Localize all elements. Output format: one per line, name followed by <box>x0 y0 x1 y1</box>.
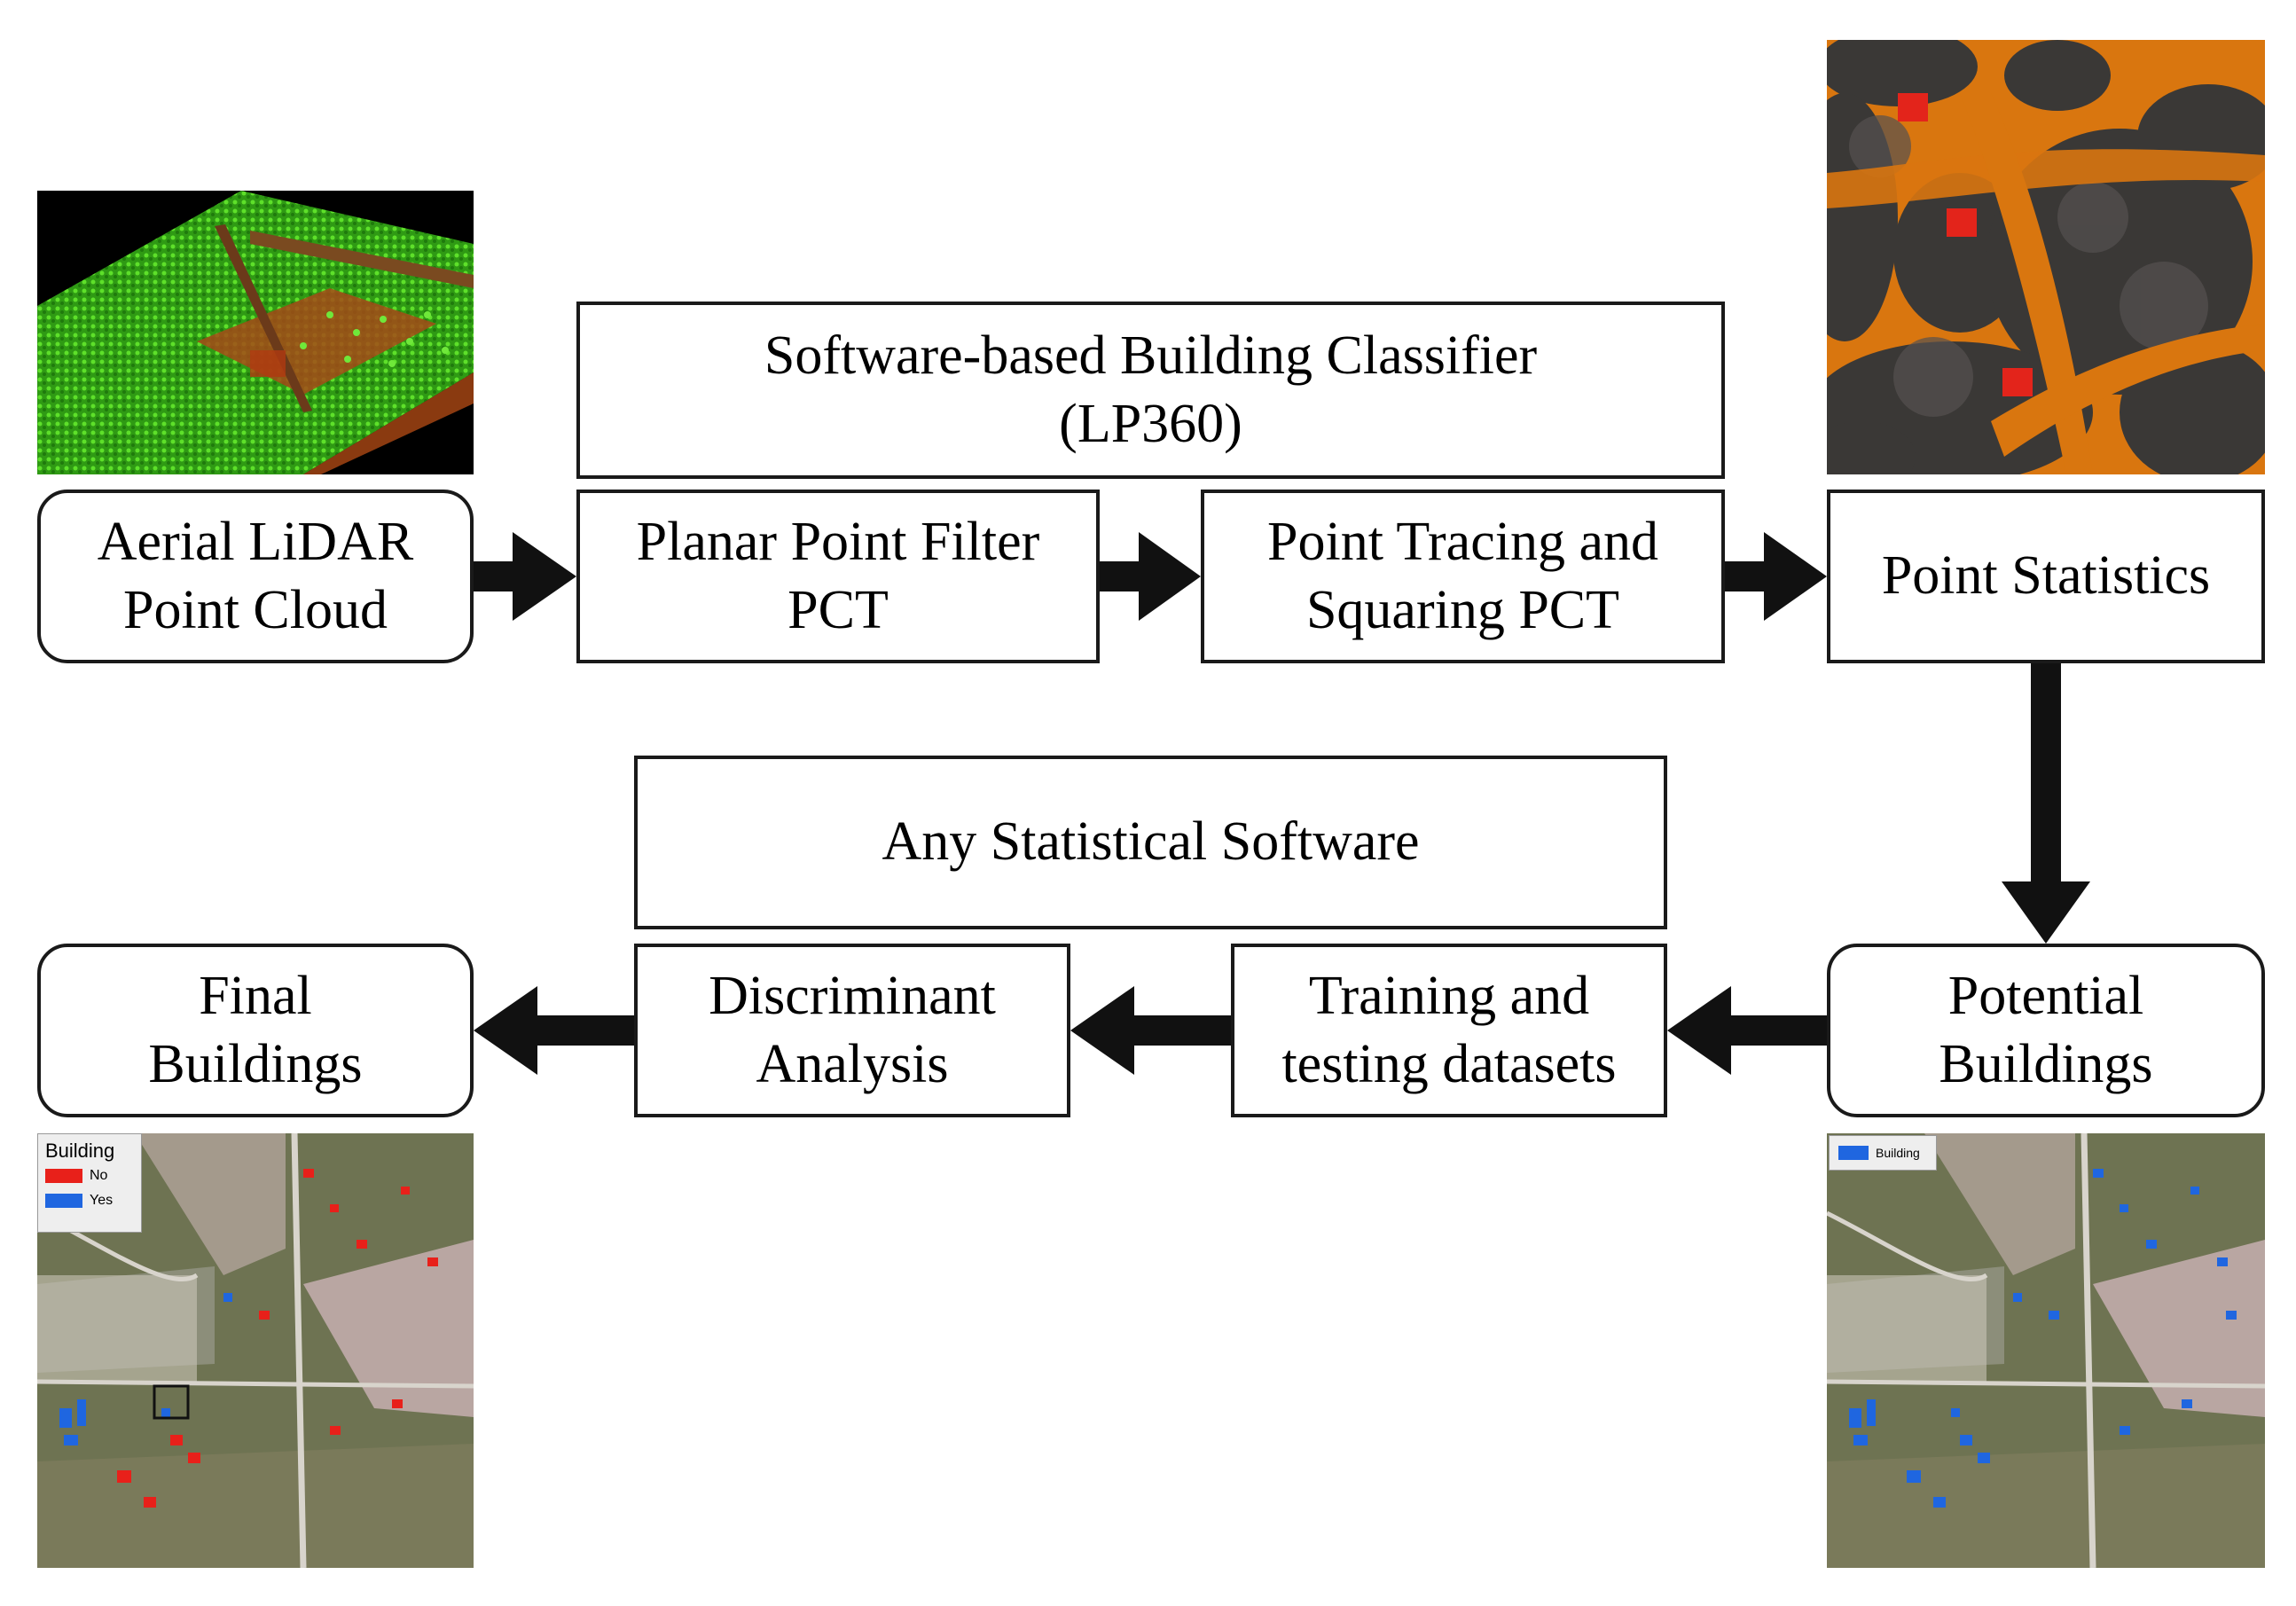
potential-legend: Building <box>1829 1135 1937 1171</box>
statistical-software-label: Any Statistical Software <box>882 811 1420 873</box>
final-buildings-node: Final Buildings <box>37 944 474 1117</box>
arrow-lidar-to-planar <box>474 532 576 621</box>
legend-yes-swatch <box>45 1194 82 1208</box>
arrow-training-to-discriminant <box>1070 986 1231 1075</box>
aerial-lidar-line2: Point Cloud <box>122 580 388 640</box>
lidar-point-cloud-image <box>37 191 474 474</box>
potential-buildings-line2: Buildings <box>1939 1034 2153 1094</box>
planar-filter-node: Planar Point Filter PCT <box>576 490 1100 663</box>
legend-building-label: Building <box>1876 1146 1920 1160</box>
arrow-statistics-to-potential <box>2002 663 2090 944</box>
potential-buildings-image: Building <box>1827 1133 2265 1568</box>
arrow-tracing-to-statistics <box>1725 532 1827 621</box>
training-testing-node: Training and testing datasets <box>1231 944 1667 1117</box>
point-tracing-line2: Squaring PCT <box>1305 580 1620 640</box>
point-statistics-node: Point Statistics <box>1827 490 2265 663</box>
planar-filter-line1: Planar Point Filter <box>636 511 1040 572</box>
software-classifier-title: Software-based Building Classifier <box>764 325 1538 386</box>
training-testing-line2: testing datasets <box>1281 1034 1617 1094</box>
arrow-discriminant-to-final <box>474 986 634 1075</box>
arrow-potential-to-training <box>1667 986 1827 1075</box>
statistical-software-box: Any Statistical Software <box>634 756 1667 929</box>
point-statistics-label: Point Statistics <box>1881 545 2211 607</box>
aerial-lidar-node: Aerial LiDAR Point Cloud <box>37 490 474 663</box>
point-tracing-line1: Point Tracing and <box>1267 511 1658 572</box>
legend-no-swatch <box>45 1169 82 1183</box>
legend-no-label: No <box>90 1168 108 1183</box>
legend-building-swatch <box>1838 1146 1869 1160</box>
point-tracing-node: Point Tracing and Squaring PCT <box>1201 490 1725 663</box>
final-buildings-image: Building No Yes <box>37 1133 474 1568</box>
final-buildings-line2: Buildings <box>148 1034 363 1094</box>
final-buildings-line1: Final <box>199 965 312 1026</box>
software-classifier-subtitle: (LP360) <box>1059 394 1242 454</box>
final-legend: Building No Yes <box>37 1133 142 1233</box>
legend-yes-label: Yes <box>90 1193 114 1208</box>
arrow-planar-to-tracing <box>1100 532 1201 621</box>
software-classifier-box: Software-based Building Classifier (LP36… <box>576 302 1725 479</box>
potential-buildings-node: Potential Buildings <box>1827 944 2265 1117</box>
point-statistics-image <box>1827 40 2265 474</box>
final-legend-title: Building <box>45 1140 115 1162</box>
discriminant-line1: Discriminant <box>709 965 996 1026</box>
potential-buildings-line1: Potential <box>1947 965 2144 1026</box>
training-testing-line1: Training and <box>1308 965 1590 1026</box>
discriminant-line2: Analysis <box>756 1034 949 1094</box>
aerial-lidar-line1: Aerial LiDAR <box>97 511 414 572</box>
planar-filter-line2: PCT <box>788 580 889 640</box>
discriminant-node: Discriminant Analysis <box>634 944 1070 1117</box>
